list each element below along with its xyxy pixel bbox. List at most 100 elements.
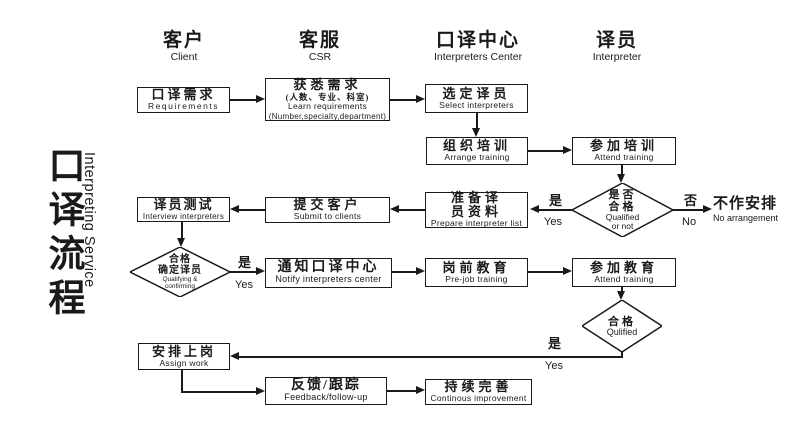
diamond-shape: [572, 183, 673, 237]
connector-line: [476, 113, 478, 130]
node-requirements-zh: 口译需求: [151, 87, 216, 103]
connector-line: [398, 209, 425, 211]
node-submit-to-clients: 提交客户 Submit to clients: [265, 197, 390, 223]
node-feedback-followup: 反馈/跟踪 Feedback/follow-up: [265, 377, 387, 405]
column-header-interpreters-center-zh: 口译中心: [435, 30, 520, 51]
node-feedback-zh: 反馈/跟踪: [291, 378, 361, 394]
node-prepare-zh2: 员资料: [450, 204, 502, 220]
node-assign-zh: 安排上岗: [151, 343, 216, 359]
node-select-en: Select interpreters: [439, 99, 514, 110]
arrowhead: [472, 128, 480, 137]
column-header-client: 客户 Client: [134, 30, 234, 63]
node-notify-en: Notify interpreters center: [275, 274, 382, 285]
decision2-zh2: 确定译员: [158, 265, 202, 276]
connector-line: [230, 271, 257, 273]
node-requirements-en: Requirements: [148, 101, 219, 112]
arrowhead: [416, 386, 425, 394]
node-assign-work: 安排上岗 Assign work: [138, 343, 230, 370]
node-feedback-en: Feedback/follow-up: [284, 392, 368, 403]
node-interview-interpreters: 译员测试 Interview interpreters: [137, 197, 230, 222]
decision1-en2: or not: [611, 221, 634, 231]
column-header-interpreter-en: Interpreter: [592, 51, 642, 63]
column-header-interpreter-zh: 译员: [595, 30, 638, 51]
node-learn-en1: Learn requirements: [287, 101, 368, 111]
node-select-zh: 选定译员: [442, 85, 511, 101]
connector-line: [387, 390, 417, 392]
node-interview-en: Interview interpreters: [142, 211, 225, 221]
node-prepare-zh1: 准备译: [450, 190, 502, 206]
node-attend-training-zh: 参加培训: [589, 138, 658, 154]
page-title: 口译流程: [42, 146, 83, 322]
arrowhead: [617, 174, 625, 183]
branch-yes-zh-2: 是: [238, 255, 252, 270]
column-header-interpreters-center: 口译中心 Interpreters Center: [403, 30, 553, 63]
column-header-interpreter: 译员 Interpreter: [567, 30, 667, 63]
connector-line: [621, 165, 623, 176]
diamond-shape: [582, 300, 662, 352]
page-title-en: Interpreting Service: [81, 152, 97, 288]
branch-yes-en-1: Yes: [544, 216, 562, 228]
connector-line: [238, 209, 265, 211]
arrowhead: [617, 291, 625, 300]
node-assign-en: Assign work: [159, 357, 209, 368]
column-header-csr: 客服 CSR: [270, 30, 370, 63]
node-attend-training-en: Attend training: [594, 152, 654, 163]
node-prejob-training: 岗前教育 Pre-job training: [425, 258, 528, 287]
branch-yes-zh-3: 是: [548, 336, 562, 351]
node-arrange-training-zh: 组织培训: [442, 138, 511, 154]
arrowhead: [416, 95, 425, 103]
decision1-zh2: 合格: [608, 201, 637, 213]
node-prejob-zh: 岗前教育: [442, 259, 511, 275]
node-attend-education: 参加教育 Attend training: [572, 258, 676, 287]
node-arrange-training: 组织培训 Arrange training: [426, 137, 528, 165]
diamond-shape: [130, 247, 230, 297]
node-notify-zh: 通知口译中心: [277, 260, 380, 276]
connector-line: [390, 99, 417, 101]
column-header-csr-en: CSR: [308, 51, 332, 63]
arrowhead: [230, 205, 239, 213]
node-learn-en2: (Number,specialty,department): [268, 111, 387, 121]
node-attend-education-en: Attend training: [594, 273, 654, 284]
connector-line: [181, 391, 257, 393]
arrowhead: [390, 205, 399, 213]
column-header-client-en: Client: [170, 51, 198, 63]
node-prepare-interpreter-list: 准备译 员资料 Prepare interpreter list: [425, 190, 528, 229]
branch-no-zh: 否: [684, 193, 698, 208]
node-no-arrangement-en: No arrangement: [713, 213, 779, 223]
node-no-arrangement-zh: 不作安排: [713, 196, 778, 212]
decision-qualifying-confirming: 合格 确定译员 Qualifying & confirming: [130, 247, 230, 297]
branch-no-en: No: [682, 216, 697, 228]
decision2-zh1: 合格: [169, 254, 191, 265]
connector-line: [392, 271, 417, 273]
connector-line: [621, 287, 623, 292]
node-improve-zh: 持续完善: [444, 379, 513, 395]
node-learn-note: (人数、专业、科室): [285, 92, 370, 102]
connector-line: [238, 356, 623, 358]
node-requirements: 口译需求 Requirements: [137, 87, 230, 113]
decision3-en: Qulified: [606, 326, 638, 337]
arrowhead: [703, 205, 712, 213]
decision3-zh: 合格: [608, 315, 636, 328]
node-attend-education-zh: 参加教育: [589, 259, 658, 275]
branch-yes-en-3: Yes: [545, 360, 563, 372]
node-interview-zh: 译员测试: [153, 196, 214, 212]
connector-line: [181, 370, 183, 393]
decision1-en1: Qualified: [605, 212, 640, 222]
node-learn-zh: 获悉需求: [293, 77, 362, 92]
node-notify-interpreters-center: 通知口译中心 Notify interpreters center: [265, 258, 392, 288]
node-no-arrangement: 不作安排 No arrangement: [713, 196, 778, 223]
connector-line: [528, 150, 564, 152]
node-improve-en: Continous improvement: [430, 393, 527, 404]
node-learn-requirements: 获悉需求 (人数、专业、科室) Learn requirements (Numb…: [265, 78, 390, 121]
arrowhead: [256, 95, 265, 103]
node-prepare-en: Prepare interpreter list: [430, 218, 523, 229]
arrowhead: [256, 267, 265, 275]
node-prejob-en: Pre-job training: [445, 273, 508, 284]
connector-line: [230, 99, 257, 101]
arrowhead: [177, 238, 185, 247]
decision1-zh1: 是否: [608, 189, 637, 201]
decision-qualified-or-not: 是否 合格 Qualified or not: [572, 183, 673, 237]
column-header-client-zh: 客户: [162, 30, 205, 51]
connector-line: [181, 222, 183, 239]
